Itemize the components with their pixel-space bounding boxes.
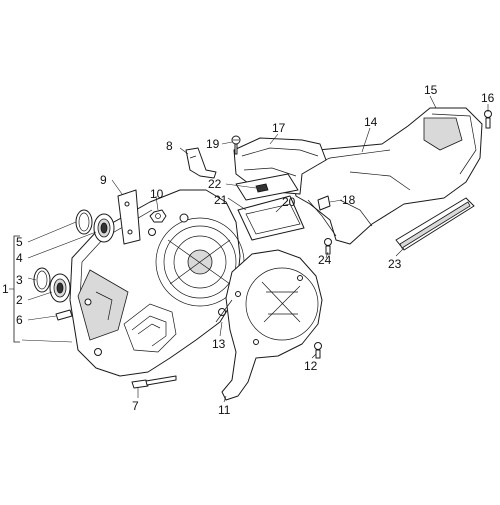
clamp-bracket — [185, 147, 217, 179]
group-bracket-1 — [9, 235, 20, 343]
screw-16 — [484, 110, 492, 129]
callout-10: 10 — [150, 187, 164, 201]
callout-14: 14 — [364, 115, 378, 129]
callout-3: 3 — [16, 273, 23, 287]
callout-22: 22 — [208, 177, 222, 191]
circlip-upper — [75, 209, 93, 235]
long-bolt — [131, 375, 177, 389]
support-plate — [117, 189, 141, 245]
callout-13: 13 — [212, 337, 226, 351]
rubber-seal — [395, 197, 475, 251]
screw-19 — [231, 135, 241, 155]
screw-12 — [314, 342, 322, 359]
callout-12: 12 — [304, 359, 318, 373]
callout-24: 24 — [318, 253, 332, 267]
clip-18 — [317, 195, 331, 211]
dowel-pin — [55, 309, 73, 321]
callout-19: 19 — [206, 137, 220, 151]
circlip-lower — [33, 267, 51, 293]
hex-nut — [149, 209, 167, 223]
callout-1: 1 — [2, 282, 9, 296]
seal-strip — [215, 299, 233, 323]
callout-21: 21 — [214, 193, 228, 207]
filter-element — [235, 173, 305, 241]
callout-labels: 1 2 3 4 5 6 7 8 9 10 11 12 13 14 15 16 1… — [2, 83, 495, 417]
callout-18: 18 — [342, 193, 356, 207]
callout-16: 16 — [481, 91, 495, 105]
callout-2: 2 — [16, 293, 23, 307]
callout-4: 4 — [16, 251, 23, 265]
callout-23: 23 — [388, 257, 402, 271]
callout-11: 11 — [218, 403, 231, 417]
bearing-upper — [93, 213, 115, 243]
callout-17: 17 — [272, 121, 286, 135]
air-filter-box — [289, 107, 483, 245]
callout-20: 20 — [282, 195, 296, 209]
leader-lines — [21, 95, 489, 403]
callout-6: 6 — [16, 313, 23, 327]
callout-5: 5 — [16, 235, 23, 249]
outer-cover — [221, 249, 323, 401]
callout-7: 7 — [132, 399, 139, 413]
callout-8: 8 — [166, 139, 173, 153]
callout-9: 9 — [100, 173, 107, 187]
bearing-lower — [49, 273, 71, 303]
callout-15: 15 — [424, 83, 438, 97]
screw-24 — [324, 238, 332, 255]
